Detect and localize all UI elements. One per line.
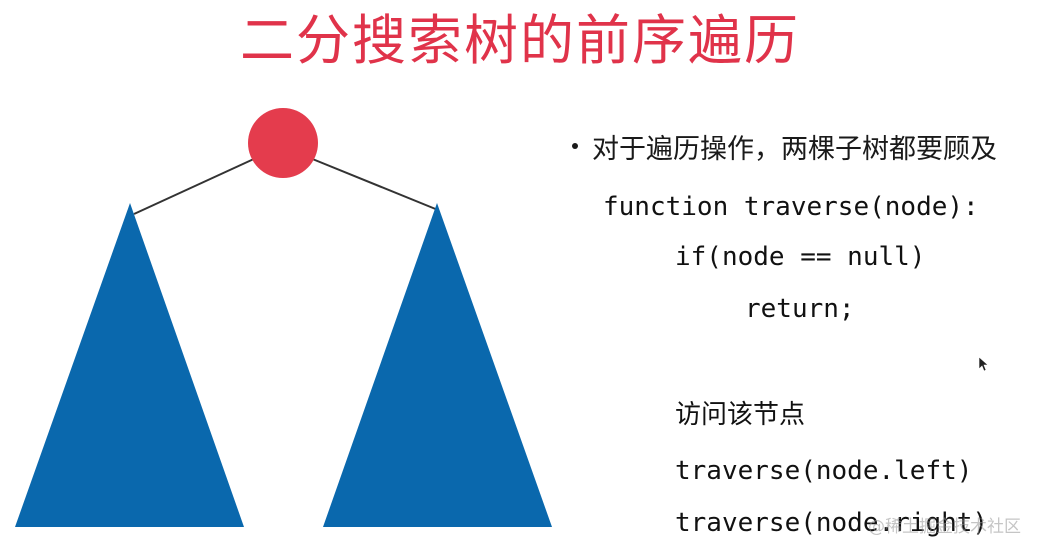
bullet-text: 对于遍历操作，两棵子树都要顾及 [592, 133, 997, 165]
root-node-circle [248, 108, 318, 178]
visit-node-label: 访问该节点 [675, 400, 806, 430]
code-line-if: if(node == null) [675, 242, 926, 272]
edge-root-right [309, 157, 439, 211]
slide-title: 二分搜索树的前序遍历 [240, 9, 800, 72]
code-line-function: function traverse(node): [603, 192, 979, 222]
bullet-point: 对于遍历操作，两棵子树都要顾及 [572, 126, 997, 166]
code-line-return: return; [745, 294, 855, 324]
code-line-traverse-right: traverse(node.right) [675, 508, 989, 538]
watermark: @稀土掘金技术社区 [868, 517, 1021, 537]
bullet-dot-icon [572, 143, 578, 149]
right-subtree-triangle [323, 203, 552, 527]
edge-root-left [133, 157, 257, 215]
code-line-traverse-left: traverse(node.left) [675, 456, 973, 486]
left-subtree-triangle [15, 203, 244, 527]
mouse-pointer-icon [978, 356, 988, 372]
